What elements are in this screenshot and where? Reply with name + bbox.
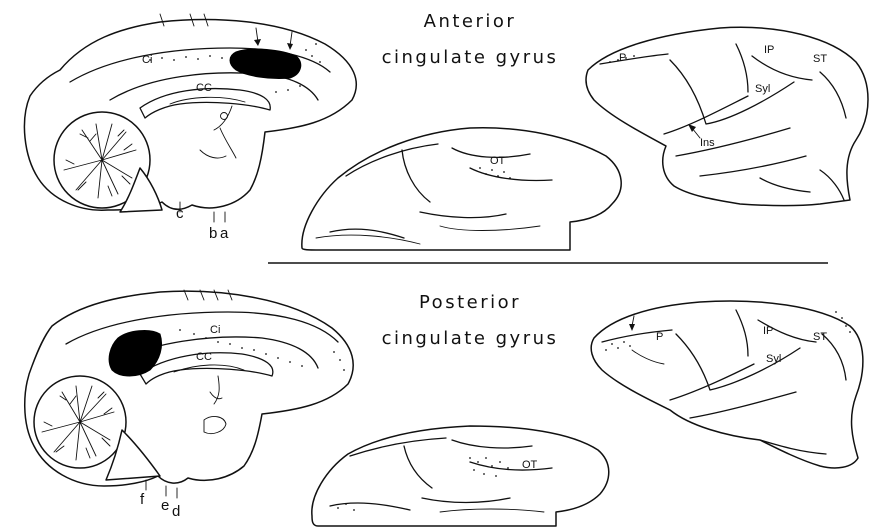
posterior-level-d: d — [172, 503, 180, 520]
anterior-title-line2: cingulate gyrus — [382, 47, 559, 68]
anterior-label-ot: OT — [490, 155, 506, 167]
posterior-ventral-view — [312, 426, 609, 526]
anterior-panel: c b a Ci CC Anterior cingulate gyrus OT — [24, 11, 868, 250]
posterior-title-line2: cingulate gyrus — [382, 328, 559, 349]
posterior-label-st: ST — [813, 331, 827, 343]
posterior-medial-view — [25, 290, 353, 486]
posterior-label-ci: Ci — [210, 324, 220, 336]
posterior-lateral-view — [591, 301, 863, 468]
anterior-medial-view — [24, 14, 356, 212]
posterior-label-cc: CC — [196, 351, 212, 363]
anterior-label-cc: CC — [196, 82, 212, 94]
posterior-label-syl: Syl — [766, 353, 781, 365]
anterior-label-ci: Ci — [142, 54, 152, 66]
posterior-label-ot: OT — [522, 459, 538, 471]
anterior-ventral-view — [302, 128, 621, 250]
anterior-level-a: a — [220, 225, 229, 242]
posterior-level-e: e — [161, 497, 169, 514]
anterior-label-st: ST — [813, 53, 827, 65]
posterior-panel: f e d Ci CC Posterior cingulate gyrus OT — [25, 290, 863, 526]
anterior-label-p: P — [619, 52, 626, 64]
anterior-title-line1: Anterior — [424, 11, 517, 32]
posterior-level-f: f — [140, 491, 145, 508]
anterior-label-ins: Ins — [700, 137, 715, 149]
anterior-level-b: b — [209, 225, 217, 242]
anterior-label-syl: Syl — [755, 83, 770, 95]
posterior-label-ip: IP — [763, 325, 773, 337]
posterior-ventral-outline — [312, 426, 609, 526]
anterior-ventral-outline — [302, 128, 621, 250]
posterior-label-p: P — [656, 331, 663, 343]
posterior-title-line1: Posterior — [419, 292, 521, 313]
anterior-label-ip: IP — [764, 44, 774, 56]
